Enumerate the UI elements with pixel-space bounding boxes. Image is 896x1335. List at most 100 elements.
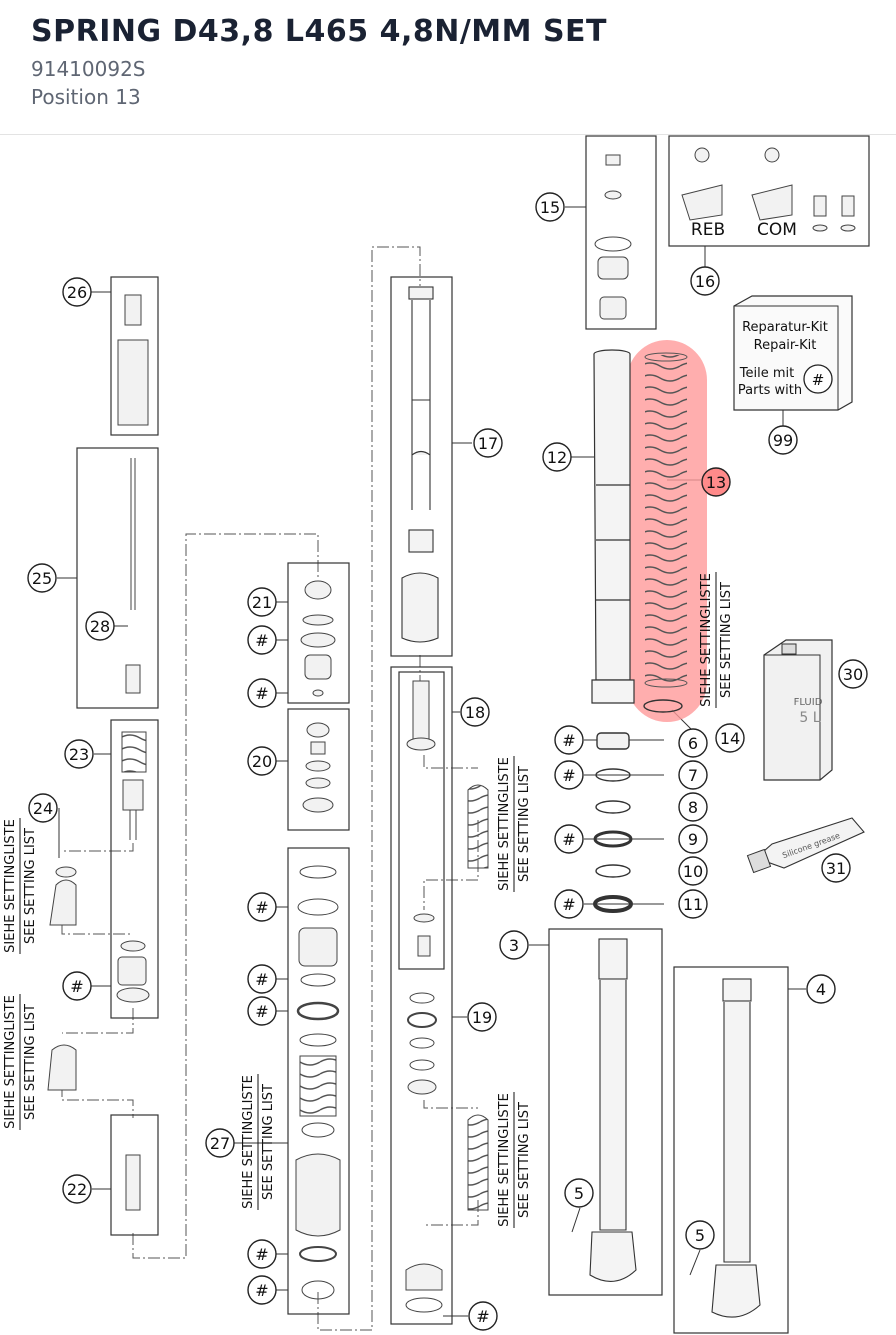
part-number: 91410092S: [31, 57, 146, 81]
callout-9[interactable]: 9: [678, 824, 708, 854]
callout-label: 8: [688, 798, 698, 817]
callout-label: 20: [252, 752, 272, 771]
callout-hash-label: #: [255, 1245, 268, 1264]
callout-18[interactable]: 18: [460, 697, 490, 727]
repair-kit-line4: Parts with: [738, 383, 802, 398]
callout-label: 17: [478, 434, 498, 453]
callout-11[interactable]: 11: [678, 889, 708, 919]
callout-label: 30: [843, 665, 863, 684]
callout-21[interactable]: 21: [247, 587, 277, 617]
setting-label-en: SEE SETTING LIST: [23, 828, 38, 944]
setting-label-en: SEE SETTING LIST: [517, 766, 532, 882]
callout-24[interactable]: 24: [28, 793, 58, 823]
callout-8[interactable]: 8: [678, 792, 708, 822]
callout-7[interactable]: 7: [678, 760, 708, 790]
callout-hash: #: [247, 892, 277, 922]
tag-reb: REB: [691, 220, 725, 240]
callout-label: 16: [695, 272, 715, 291]
callout-22[interactable]: 22: [62, 1174, 92, 1204]
fluid-volume: 5 L: [799, 710, 820, 726]
callout-hash: #: [247, 996, 277, 1026]
callout-5[interactable]: 5: [564, 1178, 594, 1208]
setting-label-de: SIEHE SETTINGLISTE: [3, 995, 18, 1129]
callout-13[interactable]: 13: [701, 467, 731, 497]
callout-hash: #: [554, 889, 584, 919]
callout-25[interactable]: 25: [27, 563, 57, 593]
callout-hash: #: [554, 824, 584, 854]
callout-label: 11: [683, 895, 703, 914]
callout-hash: #: [554, 725, 584, 755]
callout-28[interactable]: 28: [85, 611, 115, 641]
box-15: [585, 135, 657, 330]
callout-label: 15: [540, 198, 560, 217]
callout-label: 22: [67, 1180, 87, 1199]
callout-hash-label: #: [476, 1307, 489, 1326]
callout-hash-label: #: [255, 1281, 268, 1300]
fluid-can: FLUID 5 L: [763, 639, 833, 781]
callout-label: 10: [683, 862, 703, 881]
callout-31[interactable]: 31: [821, 853, 851, 883]
repair-kit-line2: Repair-Kit: [754, 338, 817, 353]
setting-label-en: SEE SETTING LIST: [719, 582, 734, 698]
callout-hash-label: #: [255, 631, 268, 650]
callout-label: 5: [574, 1184, 584, 1203]
callout-6[interactable]: 6: [678, 728, 708, 758]
callout-15[interactable]: 15: [535, 192, 565, 222]
callout-label: 12: [547, 448, 567, 467]
callout-hash-label: #: [70, 977, 83, 996]
callout-hash: #: [247, 1239, 277, 1269]
callout-4[interactable]: 4: [806, 974, 836, 1004]
callout-label: 21: [252, 593, 272, 612]
callout-label: 13: [706, 473, 726, 492]
callout-hash: #: [247, 964, 277, 994]
page-header: SPRING D43,8 L465 4,8N/MM SET 91410092S …: [0, 0, 896, 135]
callout-hash-label: #: [255, 684, 268, 703]
callout-26[interactable]: 26: [62, 277, 92, 307]
callout-3[interactable]: 3: [499, 930, 529, 960]
callout-20[interactable]: 20: [247, 746, 277, 776]
seal-rings: [593, 732, 633, 913]
box-17: [390, 276, 453, 657]
fluid-brand: FLUID: [794, 697, 823, 708]
callout-label: 5: [695, 1226, 705, 1245]
setting-label-en: SEE SETTING LIST: [517, 1102, 532, 1218]
callout-19[interactable]: 19: [467, 1002, 497, 1032]
callout-27[interactable]: 27: [205, 1128, 235, 1158]
box-4: [673, 966, 789, 1334]
callout-label: 99: [773, 431, 793, 450]
callout-hash-label: #: [255, 898, 268, 917]
callout-12[interactable]: 12: [542, 442, 572, 472]
repair-kit-line3: Teile mit: [739, 366, 794, 381]
setting-label-en: SEE SETTING LIST: [261, 1084, 276, 1200]
component-boxes: [76, 135, 870, 1334]
part-position: Position 13: [31, 85, 141, 109]
callout-label: 4: [816, 980, 826, 999]
assembly-path: [61, 246, 479, 1331]
callout-hash-label: #: [255, 970, 268, 989]
callout-label: 9: [688, 830, 698, 849]
callout-hash: #: [247, 678, 277, 708]
setting-label-de: SIEHE SETTINGLISTE: [3, 819, 18, 953]
callout-hash: #: [62, 971, 92, 1001]
callout-5[interactable]: 5: [685, 1220, 715, 1250]
box-3: [548, 928, 663, 1296]
setting-label-de: SIEHE SETTINGLISTE: [699, 573, 714, 707]
setting-label-en: SEE SETTING LIST: [23, 1004, 38, 1120]
callout-10[interactable]: 10: [678, 856, 708, 886]
callout-label: 24: [33, 799, 53, 818]
tag-com: COM: [757, 220, 797, 240]
box-22: [110, 1114, 159, 1236]
callout-17[interactable]: 17: [473, 428, 503, 458]
callout-hash: #: [468, 1301, 498, 1331]
callout-label: 19: [472, 1008, 492, 1027]
box-25: [76, 447, 159, 709]
callout-23[interactable]: 23: [64, 739, 94, 769]
repair-kit-line1: Reparatur-Kit: [742, 320, 828, 335]
callout-16[interactable]: 16: [690, 266, 720, 296]
exploded-view-diagram: Reparatur-Kit Repair-Kit Teile mit Parts…: [3, 135, 870, 1334]
callout-14[interactable]: 14: [715, 723, 745, 753]
callout-layer: 3 4 5 5 67 8 9 10 11 12 13 14 15 16 17 18 19 20 21 22 23 24 25…: [27, 192, 868, 1250]
repair-kit-hash: #: [812, 371, 825, 389]
callout-99[interactable]: 99: [768, 425, 798, 455]
callout-30[interactable]: 30: [838, 659, 868, 689]
